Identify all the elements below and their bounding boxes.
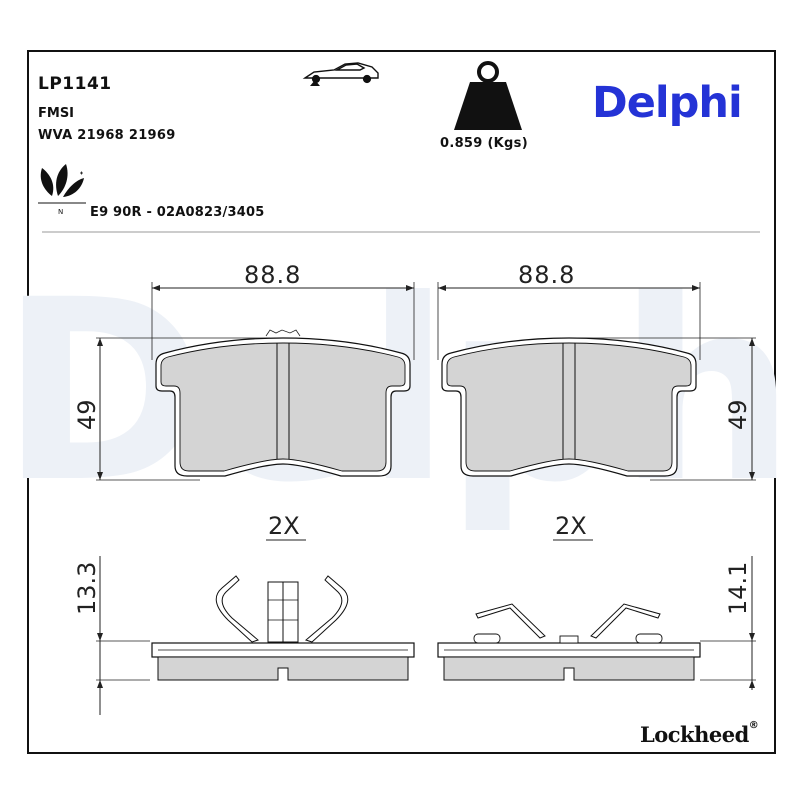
pad-left-height-label: 49 bbox=[73, 399, 101, 430]
vehicle-car-icon bbox=[302, 62, 379, 86]
pad-right-width-label: 88.8 bbox=[518, 261, 575, 289]
part-number: LP1141 bbox=[38, 74, 112, 94]
pad-right-quantity-label: 2X bbox=[555, 512, 587, 540]
eco-mark-letter: N bbox=[58, 208, 63, 216]
pad-left-width-label: 88.8 bbox=[244, 261, 301, 289]
eco-leaf-icon bbox=[38, 164, 86, 204]
pad-left-side-view bbox=[96, 556, 415, 715]
pad-right-friction bbox=[446, 342, 692, 472]
approval-number: E9 90R - 02A0823/3405 bbox=[90, 205, 265, 220]
sheet-border bbox=[27, 50, 776, 754]
pad-right-front-view bbox=[437, 282, 756, 481]
weight-icon bbox=[454, 61, 522, 130]
lockheed-wordmark: Lockheed bbox=[640, 722, 749, 747]
pad-left-quantity-label: 2X bbox=[268, 512, 300, 540]
pad-right-thickness-label: 14.1 bbox=[724, 562, 752, 615]
pad-right-height-label: 49 bbox=[724, 399, 752, 430]
registered-mark: ® bbox=[748, 720, 759, 731]
pad-left-thickness-label: 13.3 bbox=[73, 562, 101, 615]
lockheed-logo: Lockheed® bbox=[640, 720, 759, 747]
pad-left-front-view bbox=[96, 282, 415, 481]
pad-left-friction bbox=[160, 342, 406, 472]
delphi-logo: Delphi bbox=[592, 78, 743, 128]
wva-numbers: WVA 21968 21969 bbox=[38, 128, 176, 143]
pad-right-side-view bbox=[437, 556, 756, 690]
fmsi-label: FMSI bbox=[38, 106, 75, 121]
weight-value: 0.859 (Kgs) bbox=[440, 136, 528, 151]
